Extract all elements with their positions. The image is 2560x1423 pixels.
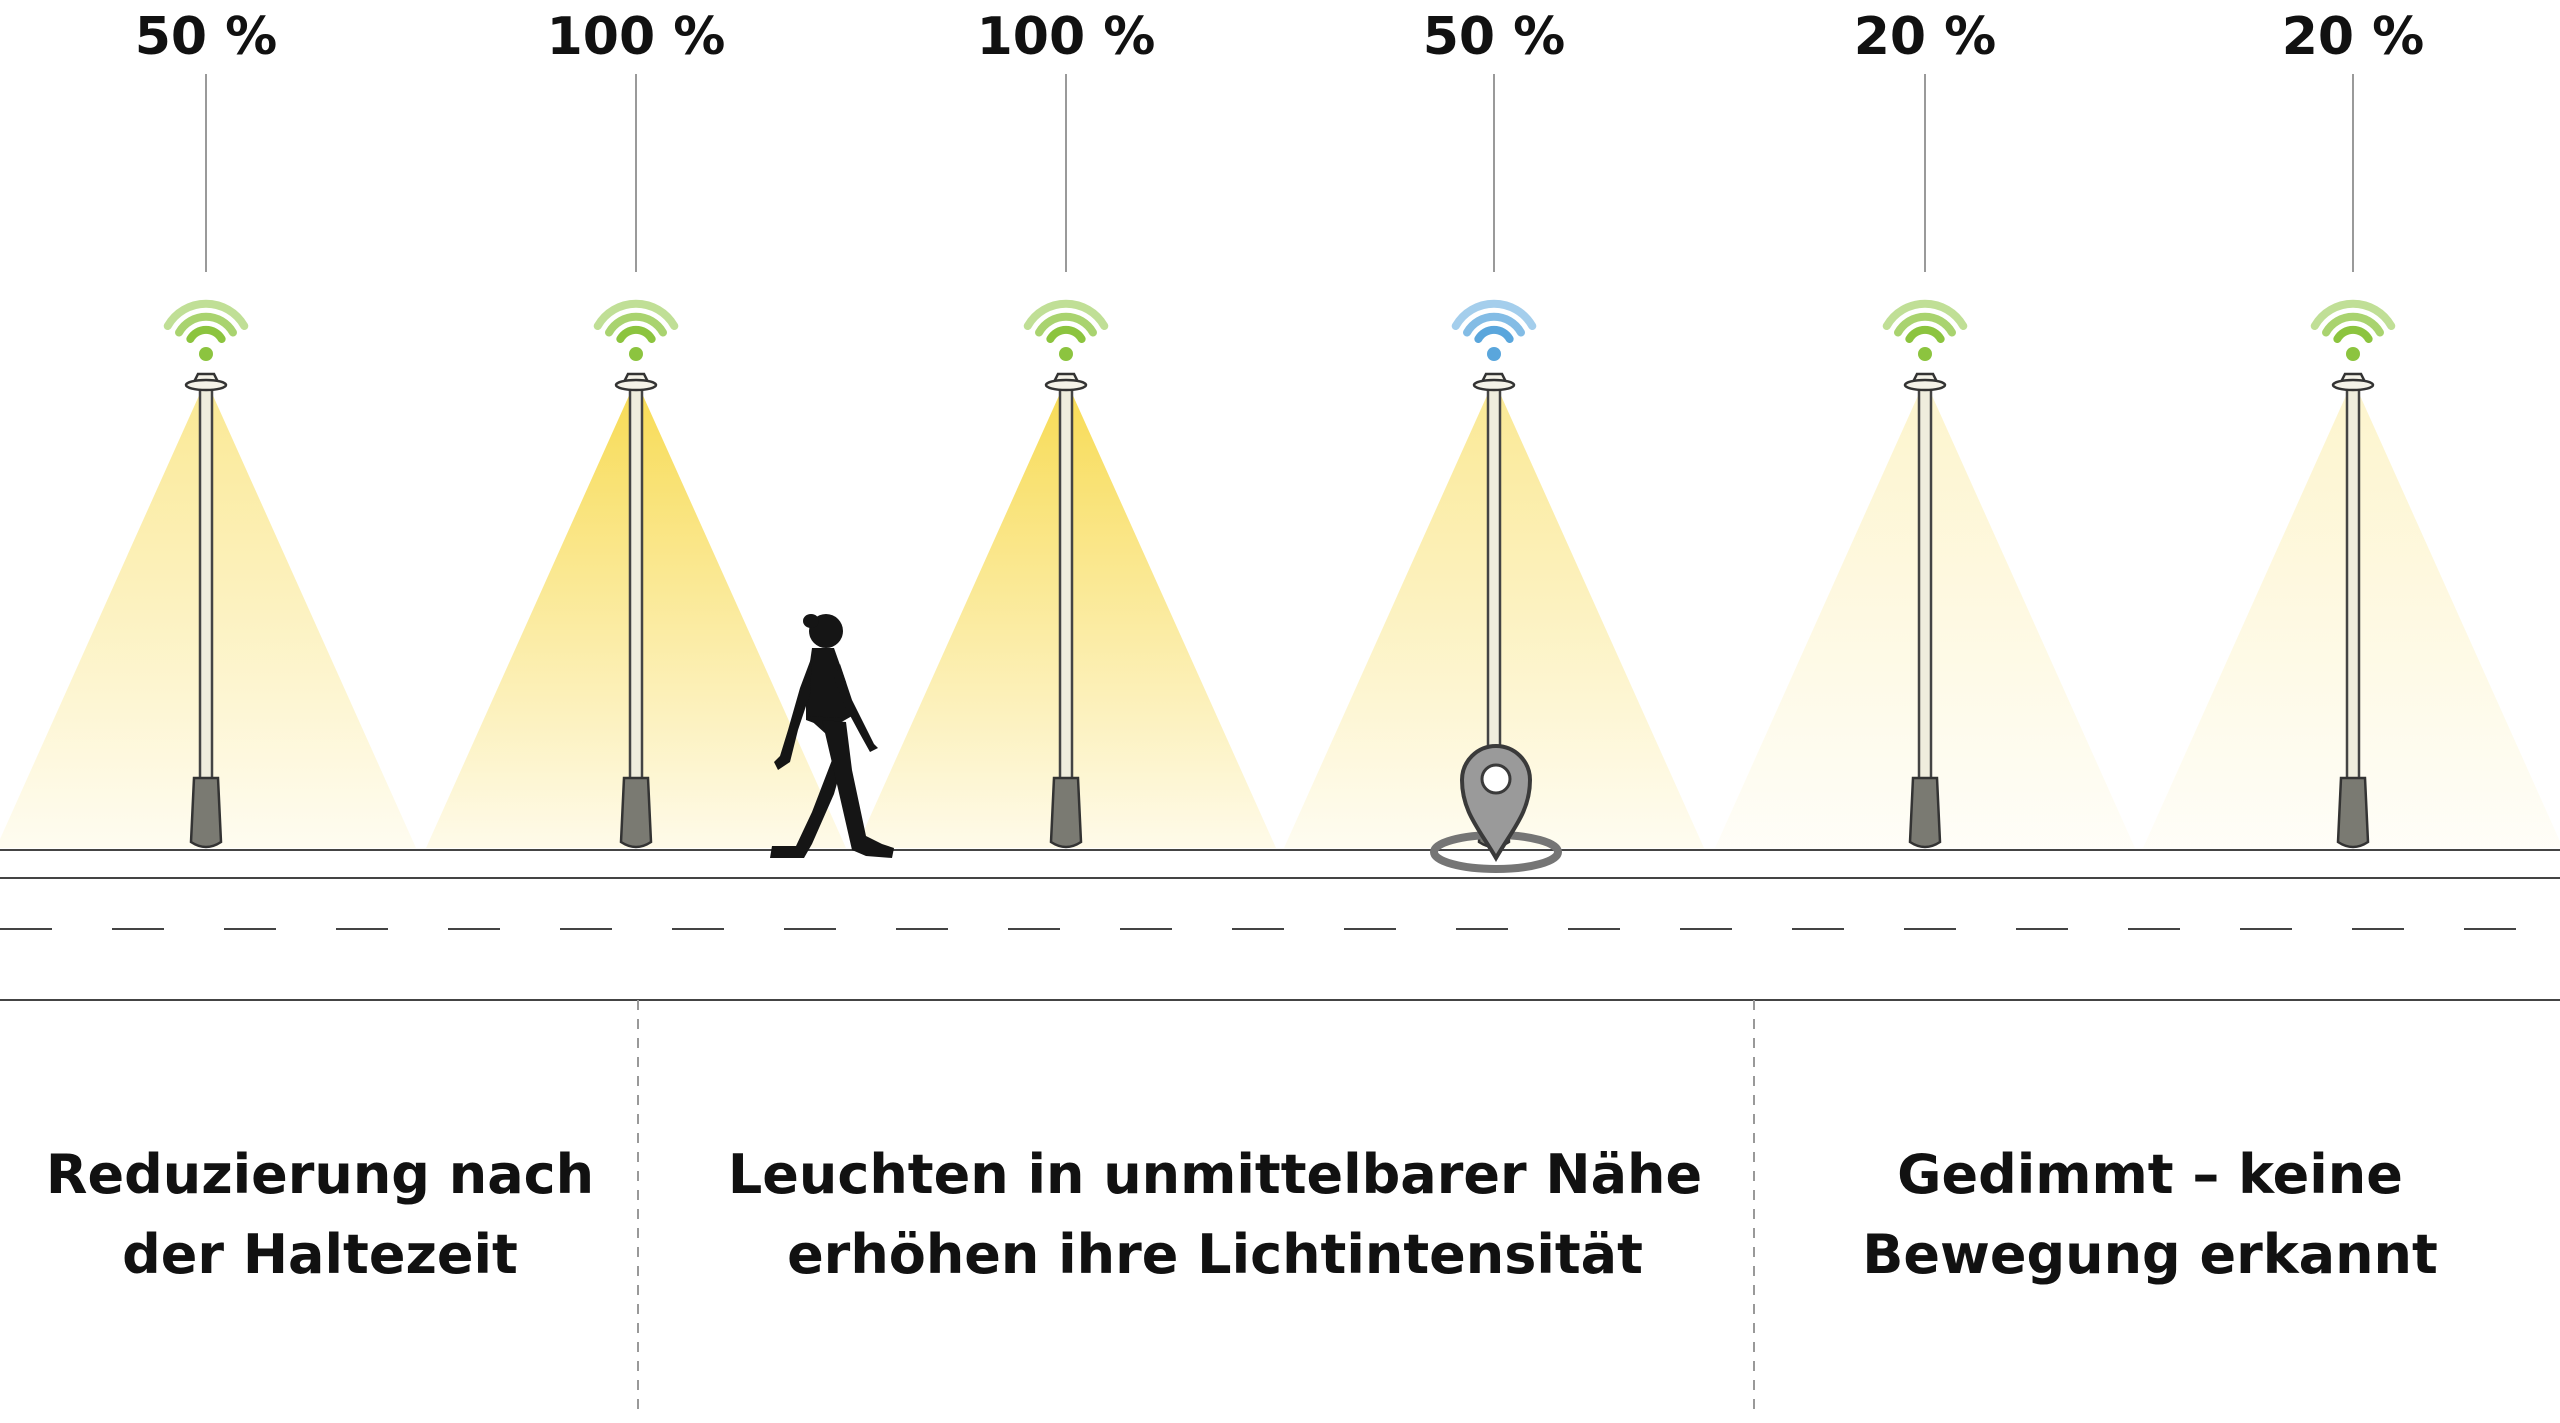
lamp-base	[189, 776, 223, 849]
lamp-base	[2336, 776, 2370, 849]
light-cones	[0, 380, 2560, 848]
street-lamps	[163, 74, 2396, 849]
signal-dot	[199, 347, 213, 361]
wifi-signal-icon	[1023, 299, 1109, 361]
signal-arc	[1046, 325, 1086, 343]
lamp-1-intensity-label: 50 %	[135, 7, 278, 67]
street-lamp	[163, 74, 249, 849]
signal-arc	[593, 299, 679, 330]
signal-dot	[629, 347, 643, 361]
signal-dot	[1918, 347, 1932, 361]
walking-woman-icon	[770, 614, 894, 858]
lamp-disc	[1472, 378, 1516, 392]
signal-arc	[175, 312, 237, 337]
signal-dot	[1059, 347, 1073, 361]
lamp-6-intensity-label: 20 %	[2282, 7, 2425, 67]
street-lamp	[2310, 74, 2396, 849]
signal-arc	[616, 325, 656, 343]
lamp-5-intensity-label: 20 %	[1854, 7, 1997, 67]
signal-arc	[1451, 299, 1537, 330]
caption-nearby-lights-increase: Leuchten in unmittelbarer Nähe erhöhen i…	[660, 1135, 1770, 1295]
lamp-disc	[184, 378, 228, 392]
lamp-pole	[1917, 386, 1933, 790]
street-lamp	[1023, 74, 1109, 849]
street-lamp	[1882, 74, 1968, 849]
caption-line: Reduzierung nach	[45, 1143, 595, 1206]
caption-line: der Haltezeit	[122, 1223, 518, 1286]
lamp-disc	[2331, 378, 2375, 392]
intensity-labels: 50 % 100 % 100 % 50 % 20 % 20 %	[135, 7, 2425, 67]
signal-arc	[1023, 299, 1109, 330]
caption-line: Bewegung erkannt	[1862, 1223, 2438, 1286]
wifi-signal-icon	[163, 299, 249, 361]
signal-dot	[1487, 347, 1501, 361]
street-lamp	[593, 74, 679, 849]
signal-arc	[1474, 325, 1514, 343]
signal-arc	[186, 325, 226, 343]
lamp-4-intensity-label: 50 %	[1423, 7, 1566, 67]
signal-arc	[2310, 299, 2396, 330]
signal-arc	[1894, 312, 1956, 337]
signal-arc	[1463, 312, 1525, 337]
signal-arc	[2333, 325, 2373, 343]
road	[0, 849, 2560, 1001]
caption-dimmed-no-motion: Gedimmt – keine Bewegung erkannt	[1780, 1135, 2520, 1295]
wifi-signal-icon	[1882, 299, 1968, 361]
lamp-base	[619, 776, 653, 849]
lamp-pole	[628, 386, 644, 790]
signal-arc	[1035, 312, 1097, 337]
lamp-disc	[614, 378, 658, 392]
lamp-pole	[1058, 386, 1074, 790]
lamp-base	[1908, 776, 1942, 849]
caption-line: erhöhen ihre Lichtintensität	[787, 1223, 1643, 1286]
lamp-2-intensity-label: 100 %	[547, 7, 726, 67]
wifi-signal-icon	[593, 299, 679, 361]
lamp-pole	[1486, 386, 1502, 790]
signal-dot	[2346, 347, 2360, 361]
caption-dimming-after-hold-time: Reduzierung nach der Haltezeit	[20, 1135, 620, 1295]
signal-arc	[605, 312, 667, 337]
wifi-signal-icon	[2310, 299, 2396, 361]
signal-arc	[1882, 299, 1968, 330]
caption-line: Leuchten in unmittelbarer Nähe	[727, 1143, 1703, 1206]
lamp-disc	[1903, 378, 1947, 392]
location-pin-icon	[1430, 744, 1562, 873]
lamp-3-intensity-label: 100 %	[977, 7, 1156, 67]
caption-line: Gedimmt – keine	[1897, 1143, 2403, 1206]
lamp-disc	[1044, 378, 1088, 392]
wifi-signal-icon	[1451, 299, 1537, 361]
lamp-pole	[198, 386, 214, 790]
lamp-base	[1049, 776, 1083, 849]
signal-arc	[1905, 325, 1945, 343]
signal-arc	[2322, 312, 2384, 337]
signal-arc	[163, 299, 249, 330]
lamp-pole	[2345, 386, 2361, 790]
